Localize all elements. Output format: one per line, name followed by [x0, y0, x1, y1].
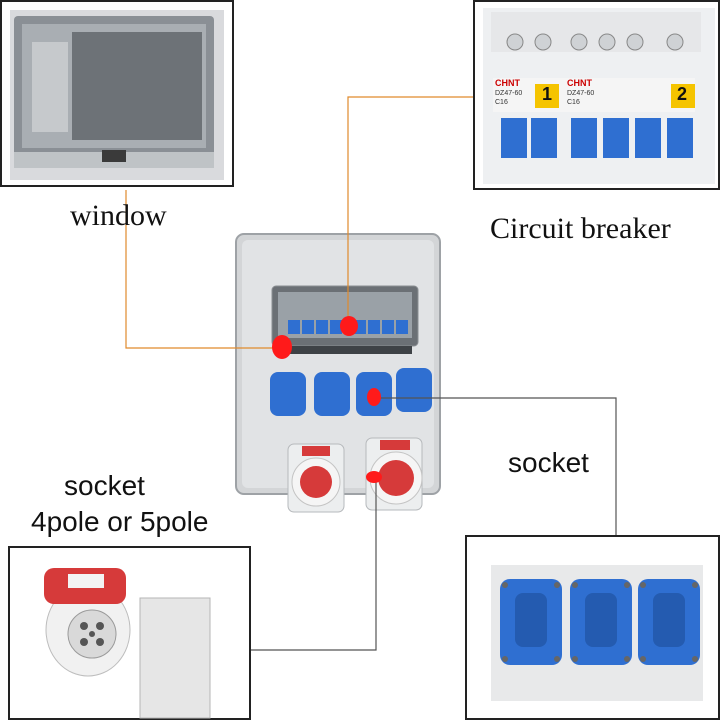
breaker-marker	[340, 316, 358, 336]
breaker-leader-line	[347, 96, 473, 323]
window-photo	[10, 10, 224, 180]
breaker-rating-left: C16	[495, 99, 508, 106]
schuko-socket-photo	[491, 565, 703, 701]
breaker-brand-right: CHNT	[567, 78, 592, 88]
socket-leader-line	[374, 397, 617, 535]
socket-left-label-line2: 4pole or 5pole	[31, 506, 209, 537]
breaker-rating-right: C16	[567, 99, 580, 106]
box-socket-4	[396, 368, 432, 412]
window-leader-line	[125, 190, 280, 349]
box-socket-2	[314, 372, 350, 416]
window-marker	[272, 335, 292, 359]
breaker-number-left: 1	[542, 84, 553, 104]
window-label: window	[70, 199, 167, 232]
breaker-model-left: DZ47-60	[495, 90, 523, 97]
box-industrial-socket-2	[378, 460, 414, 496]
box-socket-1	[270, 372, 306, 416]
breaker-brand-left: CHNT	[495, 78, 520, 88]
socket-right-label: socket	[508, 447, 589, 478]
circuit-breaker-label: Circuit breaker	[490, 212, 671, 245]
breaker-number-right: 2	[677, 84, 688, 104]
schuko-socket-photo-frame	[465, 535, 720, 720]
industrial-socket-photo	[44, 568, 211, 719]
breaker-model-right: DZ47-60	[567, 90, 595, 97]
industrial-socket-marker	[366, 471, 382, 483]
circuit-breaker-photo	[483, 8, 715, 184]
socket-left-label-line1: socket	[64, 470, 145, 501]
window-photo-frame	[0, 0, 234, 187]
box-industrial-socket-1	[300, 466, 332, 498]
socket-marker	[367, 388, 381, 406]
circuit-breaker-photo-frame: CHNT DZ47-60 C16 1 CHNT DZ47-60 C16 2	[473, 0, 720, 190]
industrial-socket-photo-frame	[8, 546, 251, 720]
